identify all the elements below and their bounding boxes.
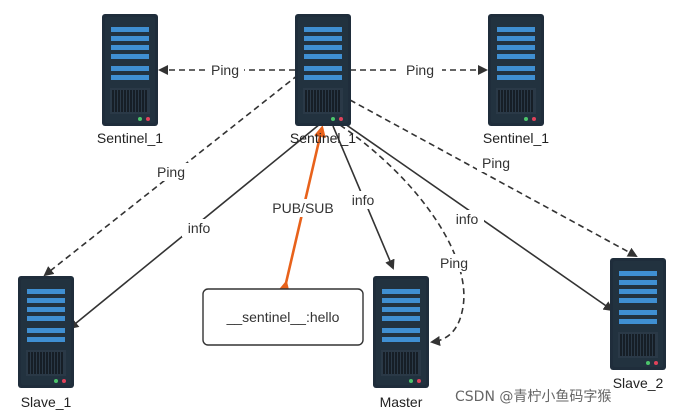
ping-right-label: Ping (406, 62, 434, 78)
master-server (372, 275, 430, 389)
sentinel-right-server (487, 13, 545, 127)
sentinel-left-server (101, 13, 159, 127)
sentinel-center-label: Sentinel_1 (290, 130, 356, 146)
ping-master-label: Ping (440, 255, 468, 271)
hello-channel-label: __sentinel__:hello (226, 309, 340, 325)
slave1-server (17, 275, 75, 389)
info-master-label: info (352, 192, 375, 208)
ping-slave1-label: Ping (157, 164, 185, 180)
ping-arrow-master (339, 124, 465, 346)
info-slave1-label: info (188, 220, 211, 236)
pubsub-label: PUB/SUB (272, 200, 333, 216)
sentinel-right-label: Sentinel_1 (483, 130, 549, 146)
csdn-watermark: CSDN @青柠小鱼码字猴 (455, 389, 612, 405)
slave2-server (609, 257, 667, 371)
info-slave2-label: info (456, 211, 479, 227)
ping-arrow-slave2 (349, 99, 638, 257)
ping-slave2-label: Ping (482, 155, 510, 171)
slave1-label: Slave_1 (21, 394, 72, 410)
slave2-label: Slave_2 (613, 375, 664, 391)
hello-channel-box (202, 288, 364, 346)
master-label: Master (380, 394, 423, 410)
sentinel-left-label: Sentinel_1 (97, 130, 163, 146)
ping-left-label: Ping (211, 62, 239, 78)
sentinel-center-server (294, 13, 352, 127)
